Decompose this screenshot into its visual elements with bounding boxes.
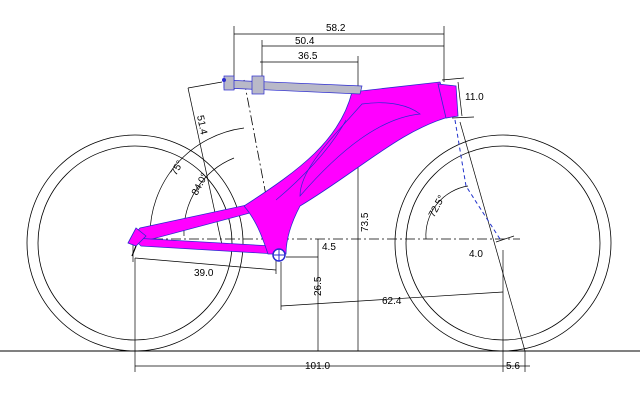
dim-58-2: 58.2: [326, 23, 346, 34]
dim-5-6: 5.6: [506, 361, 520, 372]
dim-73-5: 73.5: [360, 212, 371, 232]
dim-angle-84: 84.0°: [190, 172, 211, 198]
dim-angle-75: 75°: [169, 159, 186, 178]
dim-62-4: 62.4: [382, 296, 402, 307]
dim-50-4: 50.4: [295, 36, 315, 47]
rear-triangle: [127, 199, 277, 257]
dim-39-0: 39.0: [194, 268, 214, 279]
seat-rail: [222, 75, 363, 95]
dim-36-5: 36.5: [298, 51, 318, 62]
dimension-labels: 58.2 50.4 36.5 11.0 51.4 75° 84.0° 72.5°…: [169, 23, 520, 372]
fork-line: [454, 119, 501, 240]
dim-26-5: 26.5: [313, 276, 324, 296]
dim-angle-72-5: 72.5°: [427, 194, 448, 220]
dim-51-4: 51.4: [194, 114, 209, 136]
bottom-bracket: [272, 248, 286, 262]
dim-4-5: 4.5: [322, 242, 336, 253]
main-frame: [243, 81, 459, 255]
dim-11-0: 11.0: [465, 92, 484, 103]
dim-4-0: 4.0: [469, 249, 483, 260]
dimension-guides: [132, 26, 530, 372]
dim-101-0: 101.0: [305, 361, 330, 372]
